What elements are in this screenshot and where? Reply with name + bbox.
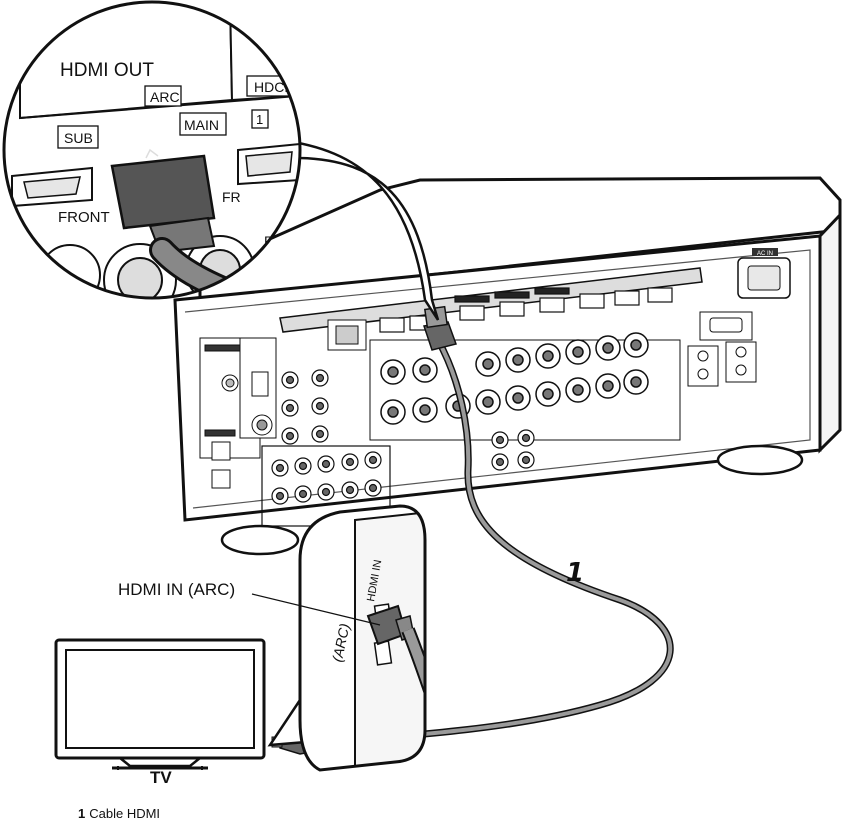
tv-arc-label: (ARC) [329, 622, 353, 663]
receiver-foot [716, 444, 804, 476]
tv-label: TV [150, 768, 172, 787]
tv [54, 638, 266, 770]
lan-port [327, 319, 367, 351]
legend-number: 1 [78, 806, 86, 821]
port-number-label: 1 [256, 112, 263, 127]
right-panel [687, 311, 757, 387]
hdmi-out-label: HDMI OUT [60, 60, 154, 81]
front-label: FRONT [58, 209, 110, 226]
av-receiver: AC IN [173, 176, 842, 556]
sub-label: SUB [64, 130, 93, 146]
ac-in-label: AC IN [757, 251, 773, 257]
hdmi-in-arc-label: HDMI IN (ARC) [118, 580, 236, 599]
ac-inlet: AC IN [737, 248, 791, 299]
left-panel [199, 337, 277, 489]
hdmi-out-inset: HDMI OUT ARC SUB MAIN FRONT HDCP 1 FR R [2, 0, 440, 321]
rca-jacks [261, 369, 535, 527]
hdmi-in-inset: HDMI IN (ARC) [251, 504, 427, 772]
arc-label: ARC [150, 89, 180, 105]
main-label: MAIN [184, 117, 219, 133]
receiver-foot [220, 524, 300, 556]
cable-number-callout: 1 [566, 558, 585, 588]
legend-text: Cable HDMI [89, 806, 161, 821]
hdmi-in-leader [251, 593, 381, 626]
fr-label: FR [222, 189, 241, 205]
